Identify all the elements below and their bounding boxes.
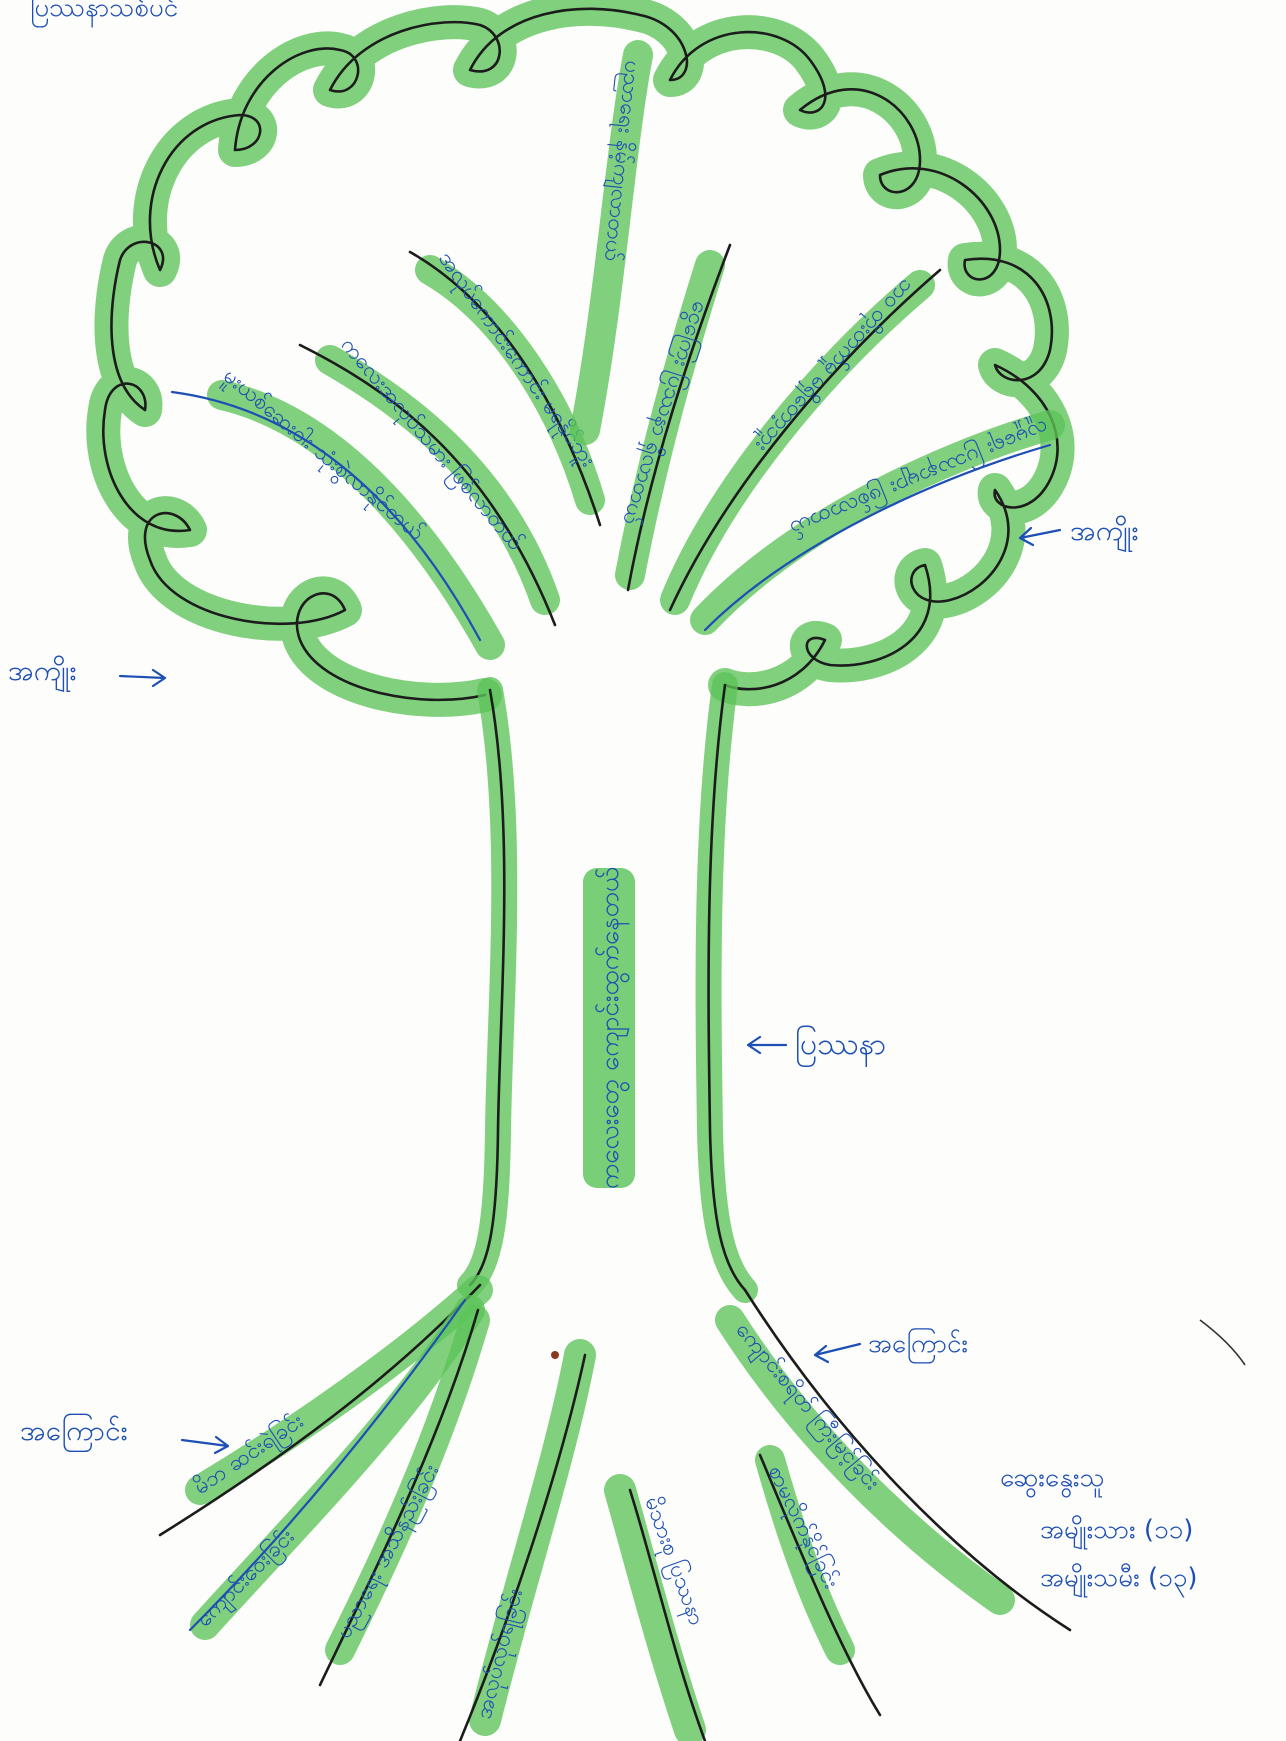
branch-tag-right: အကျိုး (1020, 513, 1139, 553)
branch-tag-left-label: အကျိုး (8, 653, 77, 693)
effect-label: ပညာရေး နိမ့်ကျလာတယ် (595, 59, 646, 262)
stray-dot (551, 1351, 559, 1359)
cause-label: မိဘ ဆင်းရဲခြင်း (188, 1407, 310, 1503)
trunk-tag-label: ပြဿနာ (795, 1025, 886, 1068)
header-text: ပြဿနာသစ်ပင် (30, 0, 178, 28)
root-tag-left-label: အကြောင်း (20, 1412, 128, 1453)
credits-line2: အမျိုးသား (၁၁) (1040, 1514, 1193, 1550)
credits-line3: အမျိုးသမီး (၁၃) (1040, 1562, 1198, 1598)
root-tag-right-label: အကြောင်း (868, 1326, 968, 1364)
problem-text: ကလေးတွေ ကျောင်းထွက်နေတယ် (594, 866, 630, 1189)
root-tag-left: အကြောင်း (20, 1412, 228, 1453)
effect-label: ငွေကြေး ပြဿနာ ရှိလာတယ် (612, 297, 715, 529)
effect-label: ကလေးအလုပ်သမား ဖြစ်လာတယ် (332, 332, 529, 558)
credits-line1: ဆွေးနွေးသူ (1000, 1463, 1105, 1498)
branch-tag-right-label: အကျိုး (1070, 513, 1139, 553)
stray-mark (1200, 1320, 1245, 1365)
cause-label: ကျောင်းဝေးခြင်း (190, 1523, 302, 1635)
effect-label: ဘဝ တိုးတက်မှု မရှိတော့ဘူး (747, 271, 920, 459)
trunk-problem: ကလေးတွေ ကျောင်းထွက်နေတယ် (583, 866, 635, 1189)
credits-block: ဆွေးနွေးသူ အမျိုးသား (၁၁) အမျိုးသမီး (၁၃… (1000, 1463, 1198, 1598)
root-tag-right: အကြောင်း (815, 1326, 968, 1364)
cause-label: ကျောင်းစရိတ် ကြီးမြင့်ခြင်း (727, 1317, 886, 1498)
canopy-outline (103, 9, 1057, 700)
branch-tag-left: အကျိုး (8, 653, 165, 693)
trunk-tag: ပြဿနာ (748, 1025, 886, 1068)
